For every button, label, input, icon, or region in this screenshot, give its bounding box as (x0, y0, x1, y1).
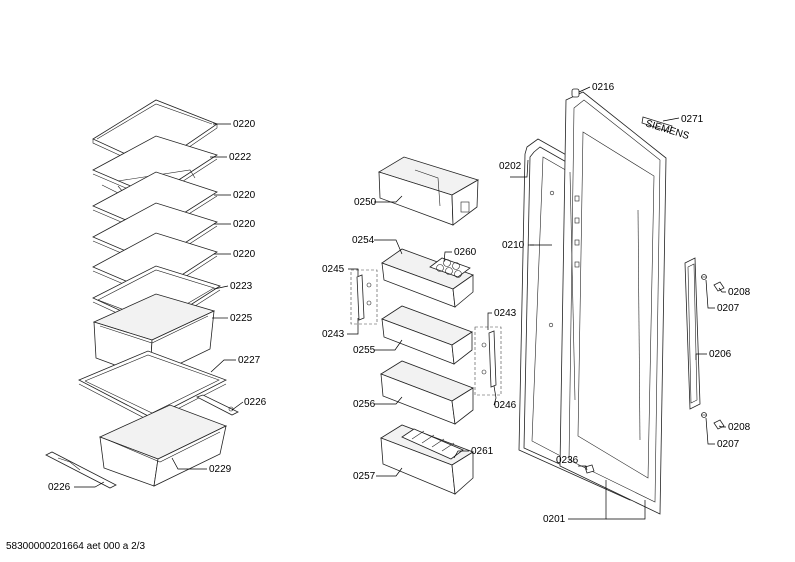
door-handle-0206 (684, 257, 701, 410)
label-0210: 0210 (502, 240, 525, 251)
bracket-0245 (350, 269, 378, 325)
rail-0226-left (45, 451, 117, 489)
label-0254: 0254 (352, 235, 375, 246)
label-0226-right: 0226 (244, 397, 267, 408)
label-0220-d: 0220 (233, 249, 256, 260)
door-stop-0216 (571, 88, 580, 98)
door-bin-0255 (381, 305, 473, 365)
bracket-0246 (474, 326, 502, 396)
door-panel-0201 (559, 91, 667, 515)
part-labels: 0216 0271 0220 0222 0220 0220 0220 0223 … (48, 82, 751, 525)
label-0208-top: 0208 (728, 287, 751, 298)
screw-0207-bottom (701, 412, 707, 418)
label-0260: 0260 (454, 247, 477, 258)
label-0216: 0216 (592, 82, 615, 93)
label-0229: 0229 (209, 464, 232, 475)
label-0261: 0261 (471, 446, 494, 457)
label-0222: 0222 (229, 152, 252, 163)
door-bin-0256 (380, 360, 474, 425)
bottle-holder-0261 (401, 428, 464, 460)
label-0255: 0255 (353, 345, 376, 356)
crisper-drawer-0229 (98, 404, 228, 487)
label-0250: 0250 (354, 197, 377, 208)
label-0226-left: 0226 (48, 482, 71, 493)
screw-0207-top (701, 274, 707, 280)
rail-0226-right (195, 394, 239, 416)
dairy-compartment-0250 (378, 156, 479, 226)
label-0257: 0257 (353, 471, 376, 482)
label-0271: 0271 (681, 114, 704, 125)
label-0207-top: 0207 (717, 303, 740, 314)
label-0225: 0225 (230, 313, 253, 324)
label-0202: 0202 (499, 161, 522, 172)
egg-tray-0260 (429, 257, 471, 278)
hinge-cover-0236 (584, 464, 595, 474)
label-0208-bottom: 0208 (728, 422, 751, 433)
label-0236: 0236 (556, 455, 579, 466)
label-0206: 0206 (709, 349, 732, 360)
label-0207-bottom: 0207 (717, 439, 740, 450)
label-0220-c: 0220 (233, 219, 256, 230)
label-0243-right: 0243 (494, 308, 517, 319)
drawer-cover-0227 (78, 350, 227, 423)
document-reference: 58300000201664 aet 000 a 2/3 (6, 541, 146, 552)
label-0223: 0223 (230, 281, 253, 292)
label-0220-a: 0220 (233, 119, 256, 130)
label-0243-left: 0243 (322, 329, 345, 340)
label-0246: 0246 (494, 400, 517, 411)
label-0220-b: 0220 (233, 190, 256, 201)
door-bin-0254 (381, 248, 474, 308)
cap-0208-top (713, 281, 725, 292)
label-0256: 0256 (353, 399, 376, 410)
cap-0208-bottom (713, 419, 725, 430)
label-0227: 0227 (238, 355, 261, 366)
label-0201: 0201 (543, 514, 566, 525)
leader-lines (74, 86, 726, 520)
label-0245: 0245 (322, 264, 345, 275)
